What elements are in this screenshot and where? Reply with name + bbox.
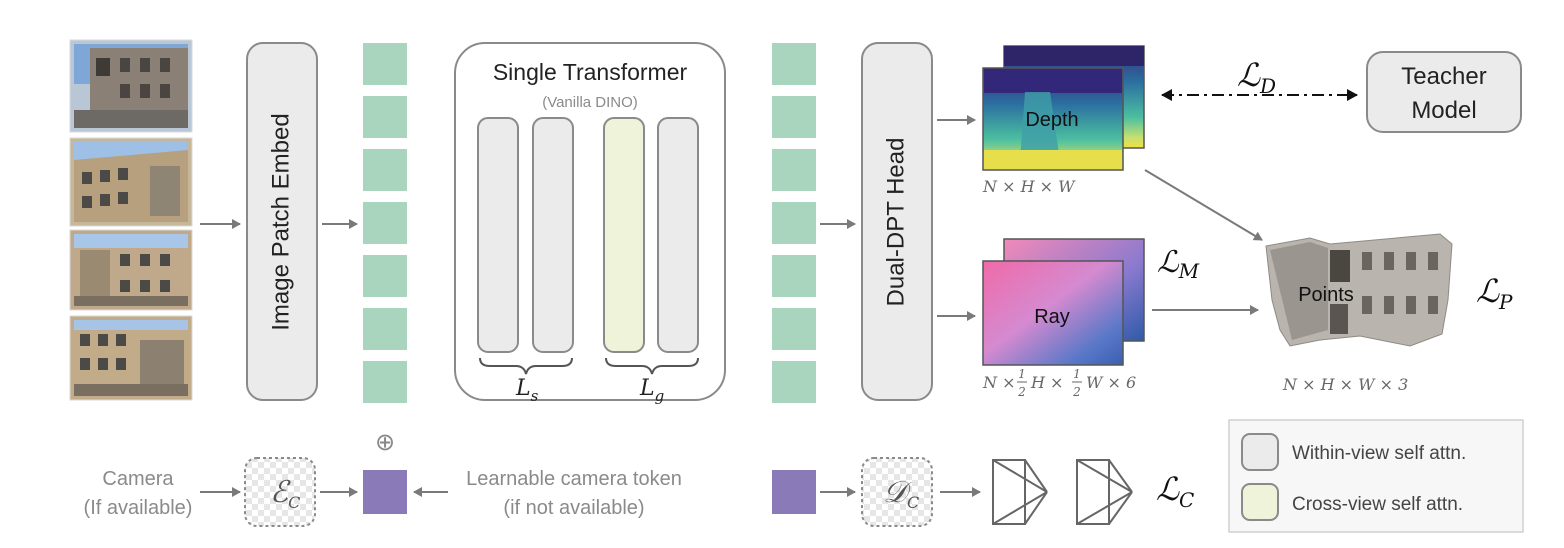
patch-token — [772, 361, 816, 403]
patch-token — [363, 308, 407, 350]
patch-token — [772, 202, 816, 244]
legend-within-label: Within-view self attn. — [1292, 443, 1466, 464]
patch-token — [363, 43, 407, 85]
depth-map — [982, 45, 1145, 171]
photo-thumbnail — [69, 137, 193, 227]
plus-icon: ⊕ — [375, 429, 395, 456]
teacher-line1: Teacher — [1401, 63, 1486, 90]
within-view-block — [477, 117, 519, 353]
loss-m: ℒM — [1157, 245, 1200, 283]
token-column-right — [772, 43, 816, 403]
loss-c: ℒC — [1156, 470, 1194, 512]
dpt-head-block — [861, 42, 933, 401]
patch-token — [772, 96, 816, 138]
depth-label: Depth — [1025, 109, 1078, 131]
camera-input-line2: (If available) — [84, 497, 193, 519]
svg-text:N ×: N × — [982, 373, 1016, 392]
patch-token — [772, 308, 816, 350]
brace-lg — [605, 357, 699, 375]
camera-token — [363, 470, 407, 514]
ray-label: Ray — [1034, 306, 1070, 328]
token-column-left — [363, 43, 407, 403]
svg-text:2: 2 — [1017, 385, 1026, 399]
learnable-token-line1: Learnable camera token — [466, 468, 682, 490]
svg-text:1: 1 — [1018, 367, 1026, 381]
photo-thumbnail — [69, 229, 193, 311]
teacher-model-block — [1366, 51, 1522, 133]
photo-thumbnail — [69, 39, 193, 133]
transformer-subtitle: (Vanilla DINO) — [542, 94, 638, 111]
patch-token — [363, 96, 407, 138]
patch-embed-label: Image Patch Embed — [267, 113, 294, 330]
camera-frustum-icon — [1076, 459, 1133, 525]
photo-thumbnail — [69, 315, 193, 401]
patch-embed-block — [246, 42, 318, 401]
patch-token — [363, 255, 407, 297]
legend-swatch-within — [1241, 433, 1279, 471]
ray-map — [982, 238, 1145, 366]
teacher-line2: Model — [1411, 97, 1476, 124]
transformer-title: Single Transformer — [493, 59, 688, 85]
points-label: Points — [1298, 284, 1354, 306]
svg-text:H ×: H × — [1030, 373, 1063, 392]
camera-input-line1: Camera — [102, 468, 174, 490]
loss-p: ℒP — [1476, 272, 1513, 314]
lg-label: Lg — [639, 376, 664, 405]
camera-token — [772, 470, 816, 514]
camera-encoder-label: ℰC — [270, 475, 300, 512]
ray-dims: N × 1 2 H × 1 2 W × 6 — [982, 367, 1136, 399]
brace-ls — [479, 357, 573, 375]
learnable-token-line2: (if not available) — [503, 497, 644, 519]
ls-label: Ls — [515, 376, 539, 405]
legend-cross-label: Cross-view self attn. — [1292, 494, 1463, 515]
dpt-head-label: Dual-DPT Head — [882, 138, 909, 307]
within-view-block — [532, 117, 574, 353]
loss-d: ℒD — [1237, 56, 1276, 98]
patch-token — [772, 43, 816, 85]
arrow — [1144, 169, 1263, 241]
camera-decoder-block — [861, 457, 933, 527]
camera-encoder-block — [244, 457, 316, 527]
points-dims: N × H × W × 3 — [1282, 375, 1408, 394]
cross-view-block — [603, 117, 645, 353]
patch-token — [772, 255, 816, 297]
patch-token — [363, 361, 407, 403]
point-cloud — [1265, 233, 1453, 347]
patch-token — [772, 149, 816, 191]
svg-text:W × 6: W × 6 — [1086, 373, 1136, 392]
svg-text:2: 2 — [1072, 385, 1081, 399]
legend-swatch-cross — [1241, 483, 1279, 521]
input-images — [69, 39, 193, 401]
within-view-block — [657, 117, 699, 353]
patch-token — [363, 149, 407, 191]
depth-dims: N × H × W — [982, 177, 1076, 196]
svg-text:1: 1 — [1073, 367, 1081, 381]
patch-token — [363, 202, 407, 244]
camera-frustum-icon — [992, 459, 1048, 525]
